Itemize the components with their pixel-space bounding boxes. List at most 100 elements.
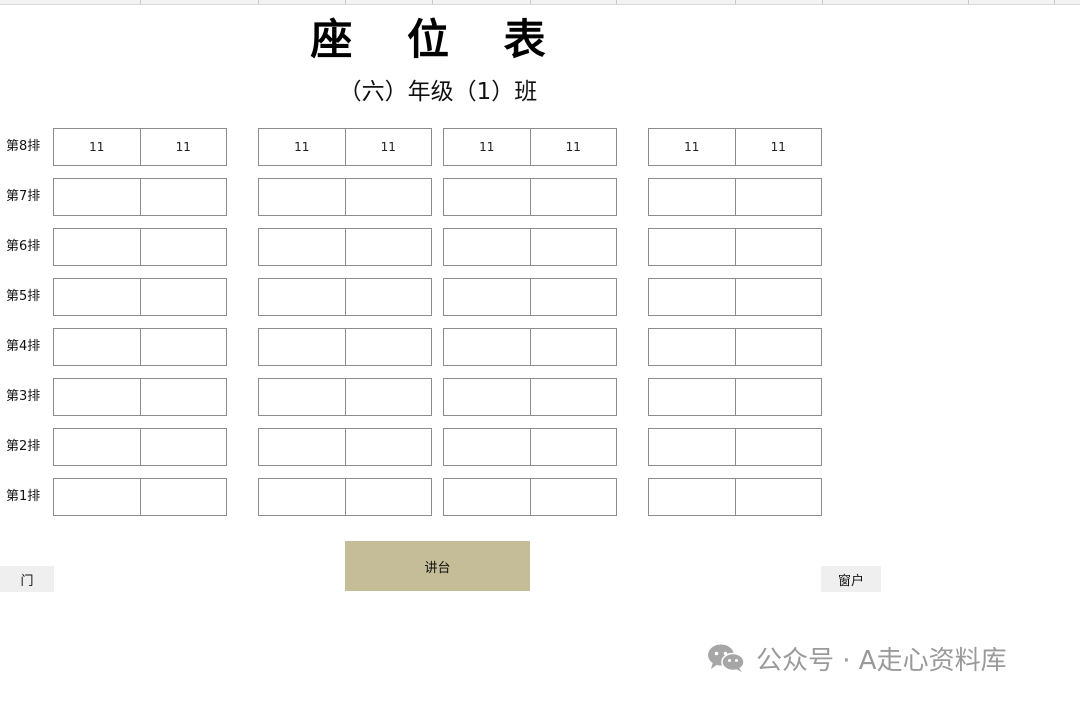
seat-cell[interactable] — [344, 279, 432, 315]
desk — [443, 278, 617, 316]
seat-cell[interactable] — [649, 429, 735, 465]
seat-cell[interactable] — [529, 479, 617, 515]
seat-cell[interactable]: 11 — [684, 140, 700, 154]
watermark: 公众号 · A走心资料库 — [706, 640, 1007, 676]
seat-cell[interactable] — [734, 379, 822, 415]
seat-cell[interactable] — [259, 179, 345, 215]
desk — [258, 378, 432, 416]
seat-cell[interactable] — [139, 279, 227, 315]
seat-cell[interactable] — [259, 479, 345, 515]
seat-cell[interactable] — [529, 379, 617, 415]
column-divider — [735, 0, 736, 4]
seat-cell[interactable] — [734, 429, 822, 465]
desk — [258, 278, 432, 316]
seat-cell[interactable]: 11 — [734, 129, 822, 165]
seat-cell[interactable] — [529, 429, 617, 465]
seat-cell[interactable] — [139, 179, 227, 215]
seat-cell[interactable]: 11 — [529, 129, 617, 165]
row-label: 第2排 — [6, 439, 41, 454]
seat-cell[interactable] — [139, 229, 227, 265]
column-divider — [616, 0, 617, 4]
seat-cell[interactable] — [649, 279, 735, 315]
seat-cell[interactable] — [444, 229, 530, 265]
seat-cell[interactable] — [529, 329, 617, 365]
seat-cell[interactable] — [649, 329, 735, 365]
seat-cell[interactable] — [529, 179, 617, 215]
seat-cell[interactable] — [54, 279, 140, 315]
seat-cell[interactable]: 11 — [479, 140, 495, 154]
desk — [258, 478, 432, 516]
seat-cell[interactable] — [444, 479, 530, 515]
door-label: 门 — [0, 566, 54, 592]
window-label: 窗户 — [821, 566, 881, 592]
desk — [53, 228, 227, 266]
seat-cell[interactable] — [54, 179, 140, 215]
desk — [648, 278, 822, 316]
seat-cell[interactable] — [649, 229, 735, 265]
seat-cell[interactable] — [444, 279, 530, 315]
column-divider — [1054, 0, 1055, 4]
desk: 11 11 — [53, 128, 227, 166]
seat-cell[interactable] — [54, 229, 140, 265]
desk — [443, 328, 617, 366]
seat-cell[interactable] — [139, 429, 227, 465]
seat-cell[interactable] — [139, 329, 227, 365]
seat-cell[interactable] — [649, 479, 735, 515]
seat-cell[interactable] — [444, 329, 530, 365]
seat-cell[interactable] — [344, 329, 432, 365]
seat-cell[interactable] — [139, 379, 227, 415]
seat-cell[interactable] — [54, 379, 140, 415]
seat-cell[interactable]: 11 — [89, 140, 105, 154]
desk — [443, 378, 617, 416]
column-divider — [432, 0, 433, 4]
podium: 讲台 — [345, 541, 530, 591]
desk — [443, 428, 617, 466]
seat-cell[interactable] — [734, 179, 822, 215]
column-divider — [258, 0, 259, 4]
seat-cell[interactable] — [734, 329, 822, 365]
desk — [258, 178, 432, 216]
desk: 11 11 — [648, 128, 822, 166]
seat-cell[interactable] — [649, 179, 735, 215]
seat-cell[interactable] — [54, 329, 140, 365]
seat-cell[interactable]: 11 — [294, 140, 310, 154]
wechat-icon — [708, 644, 745, 672]
seat-cell[interactable] — [54, 479, 140, 515]
row-label: 第7排 — [6, 189, 41, 204]
seat-cell[interactable] — [649, 379, 735, 415]
row-label: 第8排 — [6, 139, 41, 154]
seat-cell[interactable] — [444, 429, 530, 465]
seat-cell[interactable] — [444, 379, 530, 415]
seat-cell[interactable] — [344, 379, 432, 415]
seat-cell[interactable] — [259, 229, 345, 265]
desk — [443, 178, 617, 216]
seat-cell[interactable] — [259, 379, 345, 415]
desk — [648, 478, 822, 516]
seat-cell[interactable] — [54, 429, 140, 465]
seat-cell[interactable] — [344, 229, 432, 265]
seat-cell[interactable] — [734, 279, 822, 315]
seat-cell[interactable]: 11 — [344, 129, 432, 165]
column-divider — [822, 0, 823, 4]
page-title: 座 位 表 — [310, 15, 566, 64]
seat-cell[interactable] — [734, 229, 822, 265]
seat-cell[interactable] — [344, 429, 432, 465]
seat-cell[interactable] — [344, 479, 432, 515]
seat-cell[interactable] — [259, 279, 345, 315]
desk — [53, 328, 227, 366]
seat-cell[interactable] — [259, 329, 345, 365]
seat-cell[interactable] — [139, 479, 227, 515]
seat-cell[interactable]: 11 — [139, 129, 227, 165]
desk — [648, 228, 822, 266]
seat-cell[interactable] — [444, 179, 530, 215]
seat-cell[interactable] — [344, 179, 432, 215]
watermark-text: 公众号 · A走心资料库 — [756, 645, 1007, 676]
seat-cell[interactable] — [529, 229, 617, 265]
column-divider — [968, 0, 969, 4]
desk — [258, 328, 432, 366]
desk — [53, 178, 227, 216]
seat-cell[interactable] — [734, 479, 822, 515]
spreadsheet-column-strip — [0, 0, 1080, 5]
seat-cell[interactable] — [259, 429, 345, 465]
seat-cell[interactable] — [529, 279, 617, 315]
